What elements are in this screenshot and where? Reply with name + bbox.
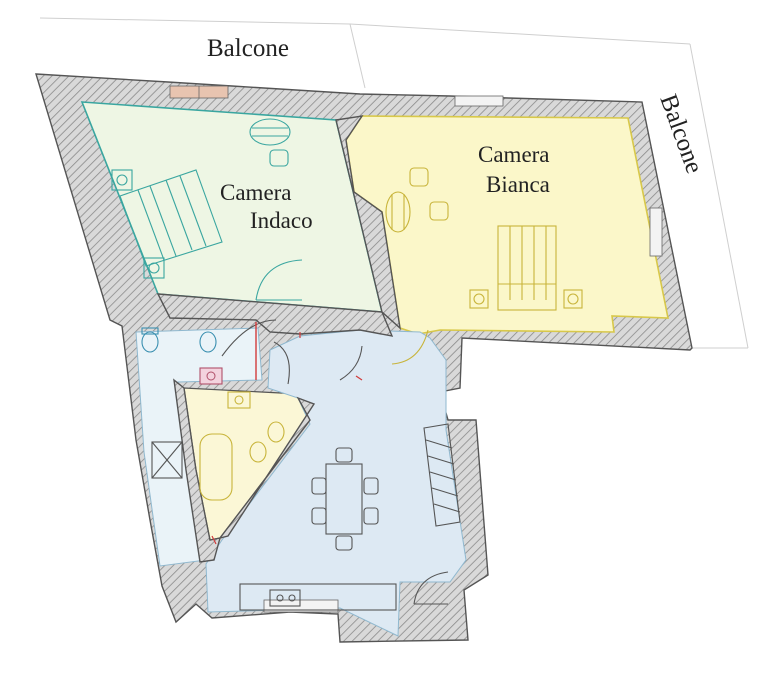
door-accents xyxy=(211,332,363,545)
camera-bianca-label-line2: Bianca xyxy=(486,172,550,197)
balcony-outline xyxy=(39,17,749,349)
windows xyxy=(169,85,663,613)
bathtub-icon xyxy=(199,433,233,501)
kitchen-counter-icon xyxy=(239,583,397,611)
armchair-icon xyxy=(269,149,289,167)
round-table-icon xyxy=(249,118,291,146)
armchair-icon xyxy=(409,167,449,221)
bidet-icon xyxy=(199,331,217,353)
door-swing-icon xyxy=(255,259,303,301)
toilet-icon xyxy=(249,421,285,463)
balcone-top-label: Balcone xyxy=(207,35,289,62)
dining-table-icon xyxy=(311,447,379,551)
wardrobe-icon xyxy=(423,423,461,527)
sink-icon xyxy=(227,391,251,409)
toilet-icon xyxy=(141,327,159,353)
sink-icon xyxy=(199,367,223,385)
nightstand-icon xyxy=(469,289,583,309)
camera-indaco-label-line1: Camera xyxy=(220,180,292,205)
balcone-right-label: Balcone xyxy=(654,91,707,177)
door-swing-icon xyxy=(391,329,429,365)
camera-bianca-label-line1: Camera xyxy=(478,142,550,167)
door-swing-icon xyxy=(221,319,363,385)
shower-icon xyxy=(151,441,183,479)
double-bed-icon xyxy=(119,169,223,267)
double-bed-icon xyxy=(497,225,557,311)
nightstand-icon xyxy=(111,169,165,279)
camera-indaco-label-line2: Indaco xyxy=(250,208,313,233)
partition-walls xyxy=(156,115,401,563)
round-table-icon xyxy=(385,191,411,233)
door-swing-icon xyxy=(413,571,449,605)
